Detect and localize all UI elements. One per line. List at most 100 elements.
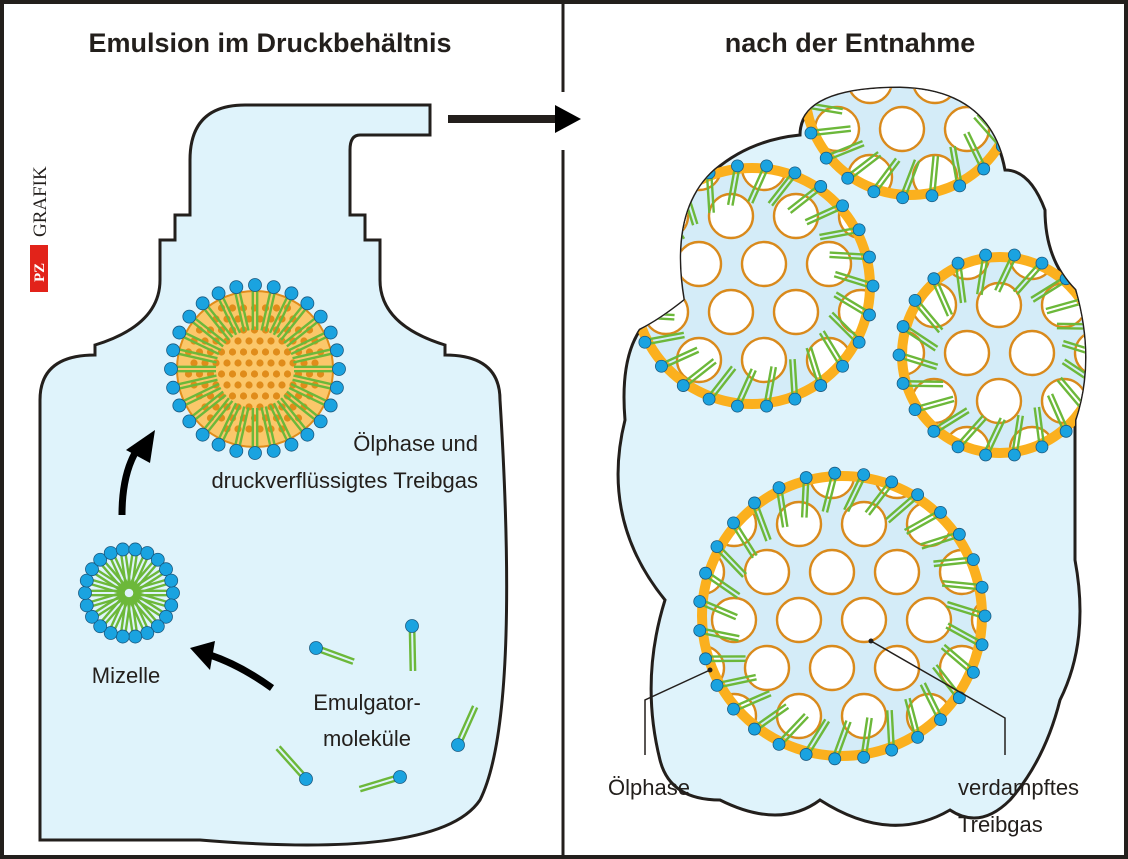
emulsifier-head <box>150 619 165 634</box>
emulsifier-tail <box>283 313 321 344</box>
emulsifier-tail <box>903 323 939 348</box>
left-panel-title: Emulsion im Druckbehältnis <box>88 28 451 58</box>
emulsifier-tail <box>824 140 863 158</box>
oil-dot <box>234 337 242 345</box>
emulsifier-tail <box>845 151 879 178</box>
gas-bubble <box>808 644 856 692</box>
emulsifier-tail <box>288 386 331 409</box>
emulsifier-head <box>93 552 108 567</box>
emulsifier-head <box>164 598 179 613</box>
emulsifier-head <box>79 598 94 613</box>
emulsifier-tail <box>132 560 161 593</box>
emulsifier-head <box>229 443 244 458</box>
emulsifier-tail <box>767 170 795 204</box>
gas-bubble <box>743 644 791 692</box>
emulsifier-tail <box>890 709 896 751</box>
emulsifier-head <box>103 626 118 640</box>
emulsifier-tail <box>130 549 139 590</box>
gas-bubble <box>740 172 788 192</box>
emulsifier-tail <box>994 253 1014 291</box>
emulsifier-tail <box>126 548 135 589</box>
emulsifier-tail <box>903 380 944 384</box>
emulsifier-head <box>852 223 866 237</box>
leader-evaporated-gas-dot <box>868 638 874 644</box>
oil-dot <box>272 304 281 312</box>
emulsifier-head <box>934 505 947 519</box>
emulsifier-tail <box>831 720 848 759</box>
emulsifier-tail <box>709 368 737 402</box>
emulsifier-head <box>836 359 849 373</box>
emulsifier-head <box>828 752 842 766</box>
emulsifier-tail <box>947 600 987 616</box>
emulsifier-tail <box>219 291 242 334</box>
emulsifier-tail <box>805 347 820 387</box>
emulsifier-tail <box>1056 326 1085 330</box>
gas-bubble <box>943 329 991 377</box>
emulsifier-tail <box>751 166 770 204</box>
emulsifier-tail <box>716 673 756 685</box>
oil-dot <box>272 348 281 356</box>
emulsifier-tail <box>733 694 772 713</box>
emulsifier-head <box>248 278 262 292</box>
emulsifier-tail <box>734 368 753 406</box>
emulsifier-head <box>266 280 281 295</box>
emulsifier-tail <box>903 509 941 532</box>
pressure-container <box>38 103 509 847</box>
emulsifier-head <box>836 199 849 213</box>
emulsifier-tail <box>260 286 273 331</box>
emulsifier-head <box>103 546 118 560</box>
emulsifier-head <box>638 335 652 349</box>
emulsifier-head <box>1035 256 1049 270</box>
emulsifier-head <box>229 280 244 295</box>
emulsifier-head <box>1007 448 1021 462</box>
oil-dot <box>311 359 319 367</box>
oil-dot <box>267 337 275 345</box>
emulsifier-tail <box>293 374 338 387</box>
emulsifier-tail <box>280 397 311 435</box>
emulsifier-head <box>128 629 143 644</box>
emulsifier-tail <box>717 544 748 575</box>
gas-bubble <box>1008 329 1056 377</box>
foam-bubbles <box>624 88 1085 766</box>
emulsifier-tail <box>755 501 772 541</box>
emulsifier-tail <box>1064 358 1085 383</box>
emulsifier-tail <box>283 394 321 425</box>
emulsifier-tail <box>847 475 867 513</box>
emulsifier-head <box>788 166 802 180</box>
emulsifier-tail <box>132 592 168 616</box>
emulsifier-tail <box>131 595 151 633</box>
label-evaporated-2: Treibgas <box>958 812 1043 837</box>
emulsifier-head <box>128 542 143 557</box>
emulsifier-tail <box>934 277 954 315</box>
oil-dot <box>250 348 259 356</box>
emulsifier-head <box>772 481 786 495</box>
emulsifier-tail <box>928 155 935 196</box>
emulsifier-tail <box>810 125 851 133</box>
emulsifier-head <box>150 552 165 567</box>
oil-dot <box>217 370 226 378</box>
gas-bubble <box>808 548 856 596</box>
emulsifier-tail <box>119 549 128 590</box>
emulsifier-head <box>1035 440 1049 454</box>
emulsifier-tail <box>864 479 891 514</box>
emulsifier-head <box>693 624 707 637</box>
emulsifier-head <box>393 770 407 784</box>
emulsifier-tail <box>903 160 921 199</box>
emulsifier-tail <box>868 482 895 516</box>
oil-dot <box>250 392 259 400</box>
oil-dot <box>239 348 248 356</box>
emulsifier-head <box>85 562 99 577</box>
emulsifier-head <box>804 126 818 140</box>
emulsifier-tail <box>954 263 963 304</box>
emulsifier-tail <box>930 279 950 317</box>
emulsifier-tail <box>215 293 238 336</box>
emulsifier-tail <box>276 400 307 437</box>
emulsifier-tail <box>901 327 936 352</box>
emulsifier-tail <box>458 707 479 747</box>
emulsifier-head <box>908 403 922 417</box>
emulsifier-head <box>284 437 299 452</box>
emulsifier-tail <box>717 678 757 689</box>
emulsifier-tail <box>85 581 125 596</box>
emulsifier-tail <box>959 262 967 303</box>
